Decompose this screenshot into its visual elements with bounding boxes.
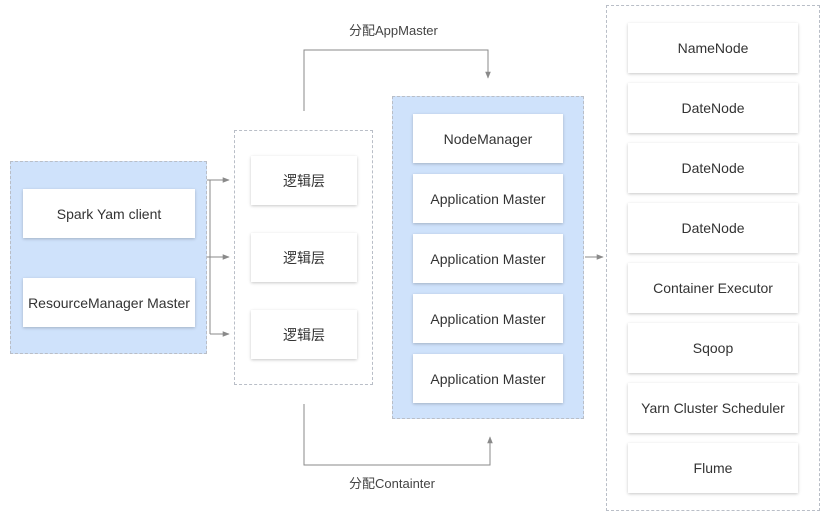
sqoop-box: Sqoop [628, 323, 798, 373]
datenode-box-1: DateNode [628, 83, 798, 133]
allocate-appmaster-connector [303, 49, 491, 111]
client-group: Spark Yam client ResourceManager Master [10, 161, 207, 354]
spark-yam-client-box: Spark Yam client [23, 189, 195, 238]
application-master-box-3: Application Master [413, 294, 563, 343]
datenode-box-2: DateNode [628, 143, 798, 193]
logic-layer-box-1: 逻辑层 [251, 156, 357, 205]
application-master-box-4: Application Master [413, 354, 563, 403]
namenode-box: NameNode [628, 23, 798, 73]
allocate-container-connector [303, 404, 493, 466]
allocate-appmaster-label: 分配AppMaster [349, 23, 438, 38]
node-manager-group: NodeManager Application Master Applicati… [392, 96, 584, 419]
logic-layer-box-3: 逻辑层 [251, 310, 357, 359]
nodemanager-box: NodeManager [413, 114, 563, 163]
client-to-logic-connector [205, 179, 228, 335]
service-group: NameNode DateNode DateNode DateNode Cont… [606, 5, 820, 511]
allocate-container-label: 分配Containter [349, 476, 435, 491]
application-master-box-2: Application Master [413, 234, 563, 283]
yarn-cluster-scheduler-box: Yarn Cluster Scheduler [628, 383, 798, 433]
resourcemanager-master-box: ResourceManager Master [23, 278, 195, 327]
container-executor-box: Container Executor [628, 263, 798, 313]
application-master-box-1: Application Master [413, 174, 563, 223]
logic-layer-group: 逻辑层 逻辑层 逻辑层 [234, 130, 373, 385]
logic-layer-box-2: 逻辑层 [251, 233, 357, 282]
flume-box: Flume [628, 443, 798, 493]
datenode-box-3: DateNode [628, 203, 798, 253]
